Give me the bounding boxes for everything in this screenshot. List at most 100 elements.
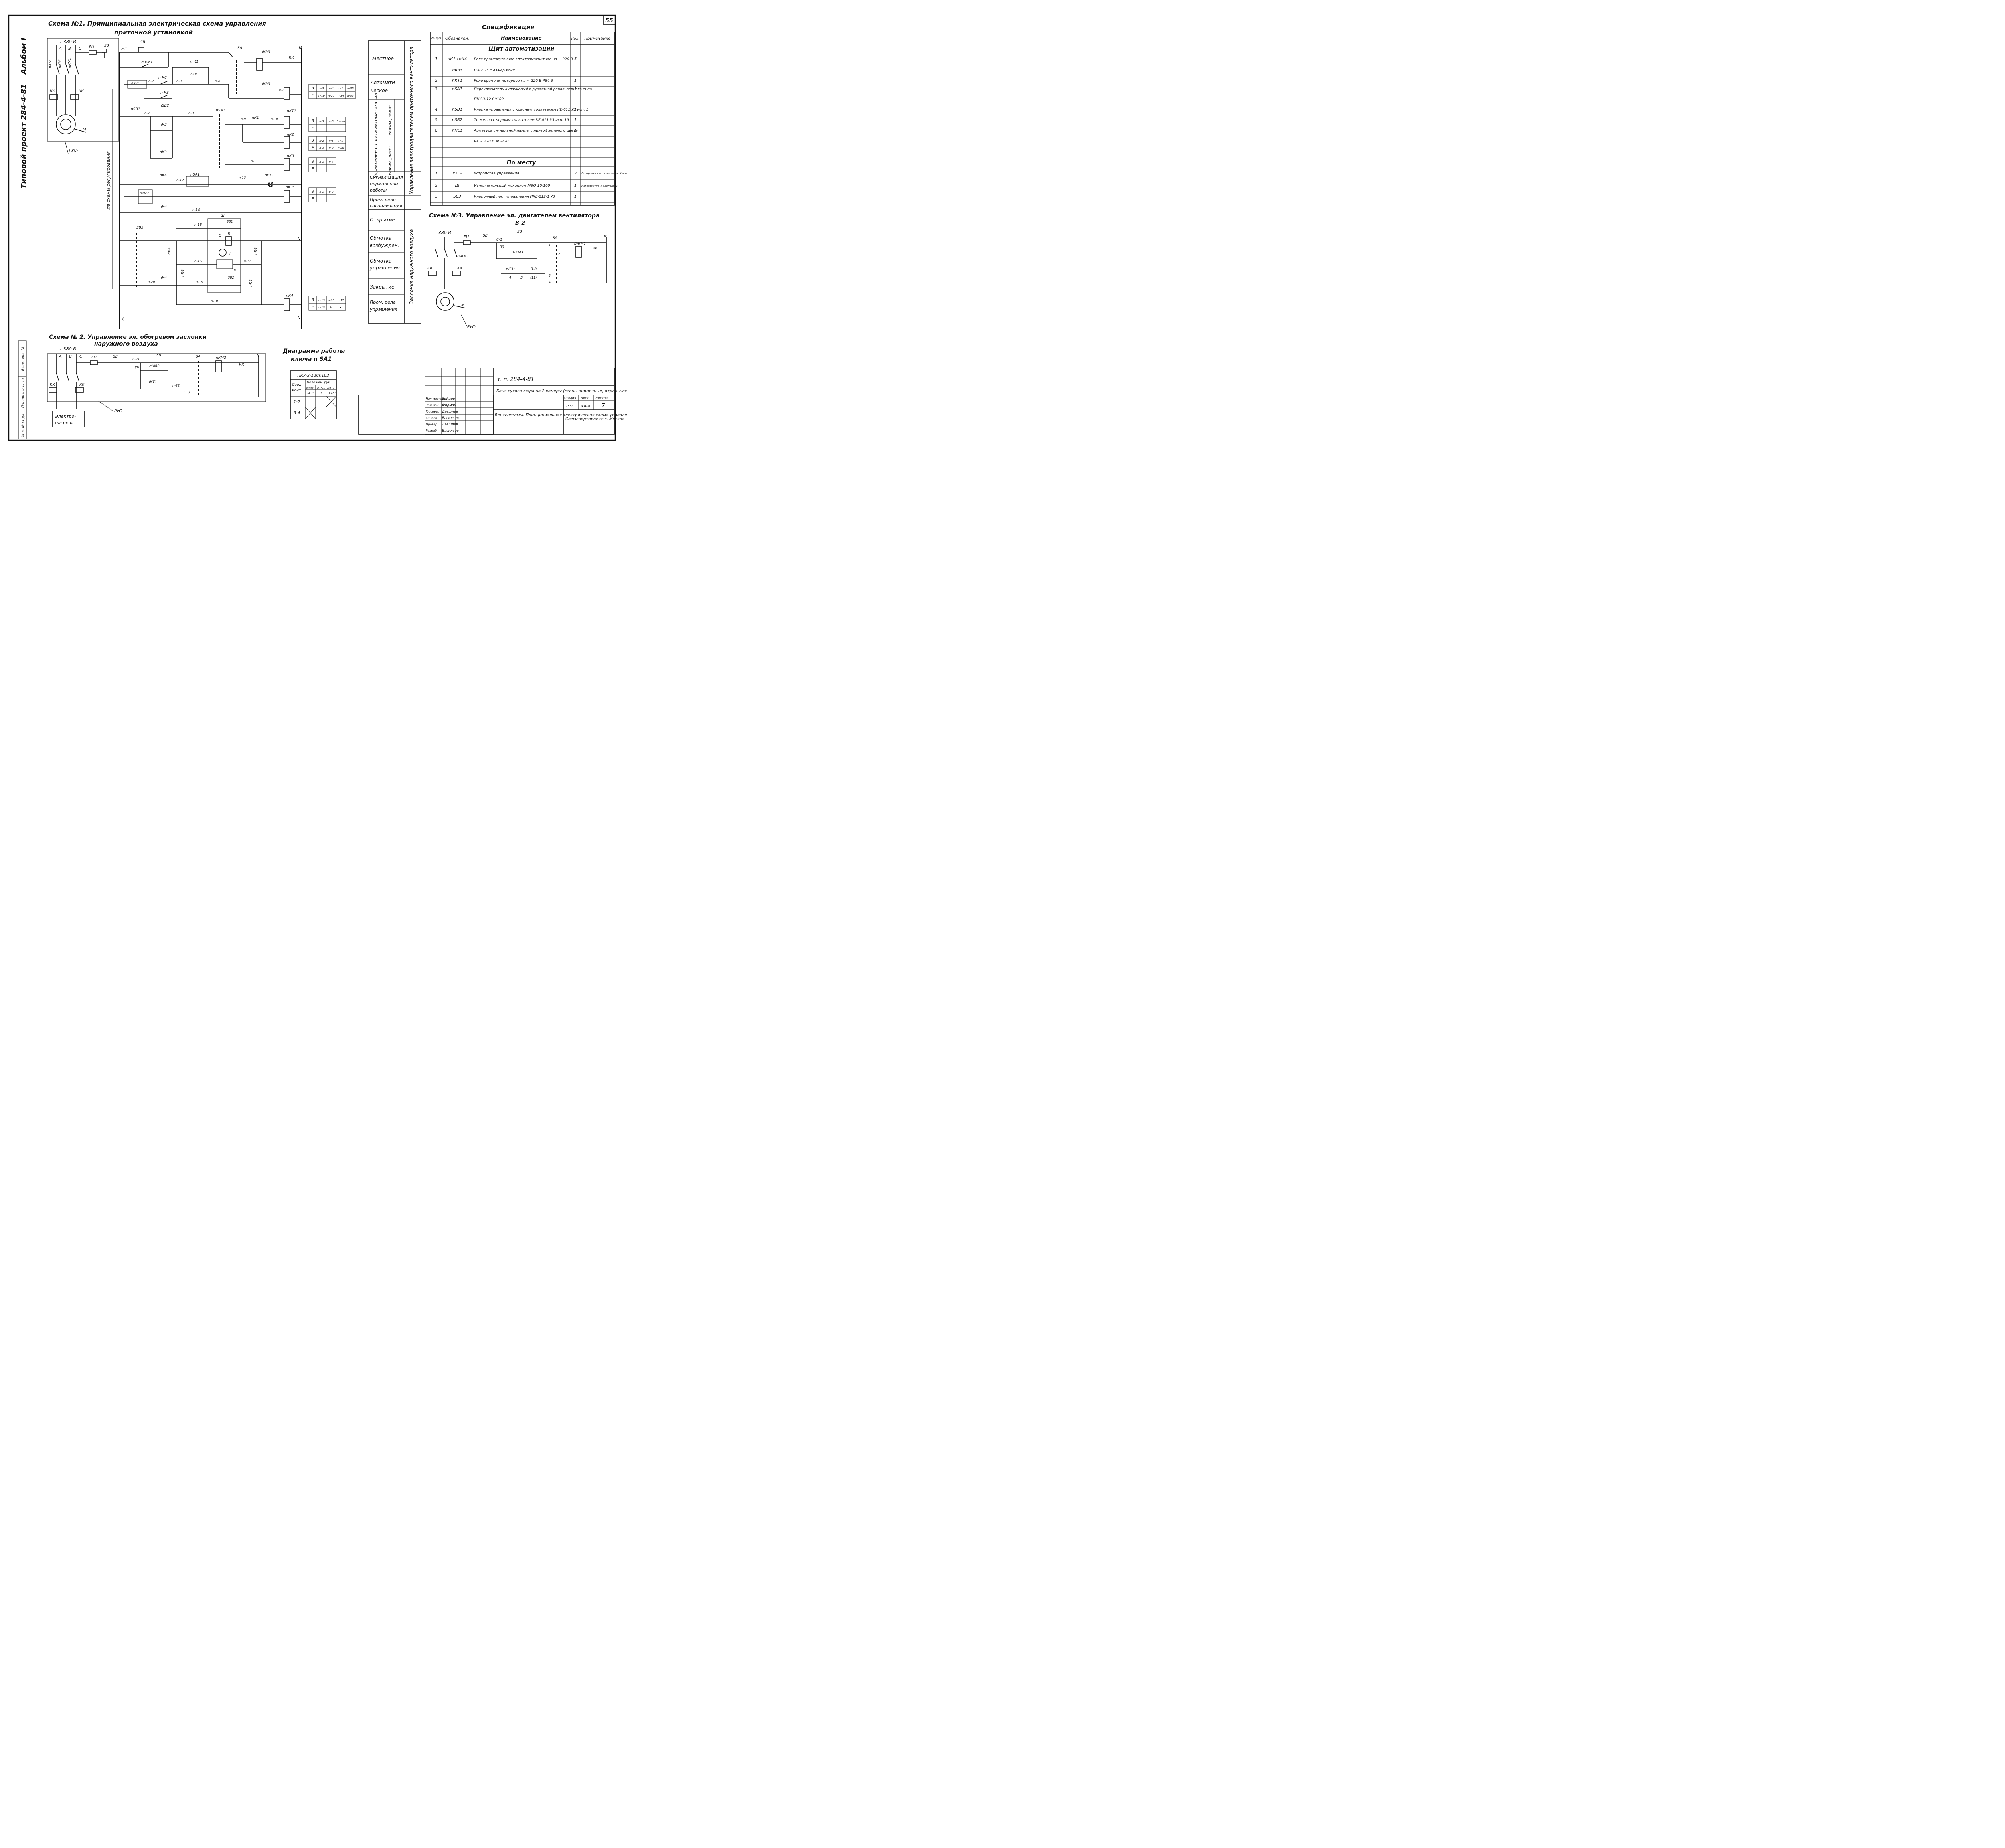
contact-cell-text: Р (312, 197, 314, 201)
margin-stamp-3: Взам. инв. № (21, 346, 25, 371)
margin-stamp-2: Подпись и дата (21, 378, 25, 408)
svg-text:Вентсистемы. Принципиальная эл: Вентсистемы. Принципиальная электрическа… (495, 413, 627, 417)
contact-cell-text: п-15 (318, 299, 325, 302)
svg-text:пКМ2: пКМ2 (149, 364, 160, 368)
svg-text:(5): (5) (500, 245, 504, 249)
svg-text:Открытие: Открытие (370, 217, 395, 223)
svg-text:Электро-: Электро- (55, 414, 76, 419)
svg-text:РУС-: РУС- (114, 409, 124, 413)
motor-ctrl-icon (219, 249, 227, 257)
svg-text:п К8: п К8 (131, 81, 139, 85)
svg-text:SA: SA (553, 236, 557, 240)
svg-text:В-8: В-8 (531, 267, 537, 271)
spec-section2: По месту (507, 160, 537, 166)
svg-text:SB3: SB3 (136, 226, 144, 230)
svg-text:пНL1: пНL1 (265, 174, 274, 178)
svg-text:Пром. реле: Пром. реле (370, 197, 396, 202)
contact-cell-text: п-4 (329, 160, 334, 164)
svg-text:пSB1: пSB1 (131, 107, 140, 111)
actuator-block (207, 218, 241, 293)
svg-text:К: К (228, 232, 231, 236)
contact-cell-text: п-8 (329, 146, 334, 150)
spec-cell: SB3 (453, 194, 461, 199)
spec-cell: Переключатель кулачковый в рукояткой рев… (474, 87, 592, 91)
spec-cell: 4 (435, 107, 437, 112)
svg-text:п-12: п-12 (176, 178, 184, 182)
svg-text:Режим „Зима“: Режим „Зима“ (388, 105, 393, 136)
svg-text:КК: КК (457, 267, 462, 271)
svg-text:SA: SA (196, 355, 200, 359)
svg-text:сигнализации: сигнализации (370, 203, 402, 208)
contact-cell (326, 194, 336, 202)
svg-text:пКМ2: пКМ2 (216, 356, 226, 360)
svg-text:пКМ1: пКМ1 (261, 50, 271, 54)
svg-text:А: А (59, 47, 62, 51)
svg-text:Р.Ч.: Р.Ч. (566, 404, 574, 409)
scheme2-title-line1: Схема № 2. Управление эл. обогревом засл… (49, 334, 207, 340)
contact-cell (326, 124, 336, 132)
sheet-number: 55 (605, 18, 613, 24)
svg-text:Союзспортпроект г. Москва: Союзспортпроект г. Москва (565, 417, 624, 421)
svg-text:КК: КК (79, 89, 84, 93)
svg-text:М: М (83, 128, 86, 132)
heater-box (52, 411, 85, 427)
signer-role: Нач.мастерск. (426, 397, 448, 401)
svg-text:ПКУ-3-12С0102: ПКУ-3-12С0102 (297, 374, 329, 378)
svg-text:п-17: п-17 (244, 259, 251, 263)
contact-cell-text: 8-1 (319, 190, 324, 194)
svg-text:В-КМ1: В-КМ1 (457, 255, 469, 259)
svg-text:п-18: п-18 (211, 300, 218, 303)
contact-cell-text: п-3 (319, 87, 324, 90)
svg-text:~ 380 В: ~ 380 В (58, 346, 76, 352)
contact-cell-text: п-17 (338, 299, 344, 302)
svg-text:п-14: п-14 (192, 208, 200, 212)
svg-text:п-8: п-8 (188, 111, 194, 115)
svg-text:А: А (59, 354, 62, 359)
signer-role: Разраб. (426, 429, 437, 433)
svg-text:FU: FU (91, 355, 97, 360)
schematic-sheet: 55 Альбом I Типовой проект 284-4-81 Инв.… (8, 14, 627, 441)
svg-text:нормальной: нормальной (370, 181, 398, 186)
spec-cell: ПЭ-21-5 с 4з+4р конт. (474, 69, 516, 73)
contact-cell-text: п-3 (319, 146, 324, 150)
spec-section1: Щит автоматизации (488, 46, 554, 52)
svg-text:4: 4 (549, 280, 551, 284)
svg-text:ключа п SA1: ключа п SA1 (291, 356, 332, 362)
svg-text:7: 7 (602, 403, 605, 409)
spec-cell: пНL1 (452, 128, 462, 133)
svg-text:п-20: п-20 (148, 280, 155, 284)
svg-text:FU: FU (89, 45, 95, 49)
key-diagram: Диаграмма работы ключа п SA1 ПКУ-3-12С01… (282, 348, 345, 419)
svg-text:п-6: п-6 (279, 89, 284, 92)
signer-name: Зайцев (442, 397, 455, 401)
svg-text:п-19: п-19 (196, 280, 203, 284)
svg-text:ческое: ческое (371, 88, 388, 93)
contact-cell-text: п-4 (329, 87, 334, 90)
svg-text:пКМ1: пКМ1 (49, 58, 53, 68)
svg-text:пК4: пК4 (254, 247, 258, 255)
spec-cell: Комплектно с заслонкой (581, 184, 618, 188)
svg-text:Местное: Местное (372, 56, 394, 61)
signal-lamp-icon (268, 182, 273, 187)
svg-text:№ п/п: № п/п (431, 36, 441, 40)
svg-text:L: L (229, 252, 231, 256)
contact-cell-text: Р (312, 126, 314, 131)
contact-cell-text: п-32 (347, 94, 354, 97)
svg-text:пК2: пК2 (160, 123, 167, 127)
svg-text:Заслонка наружного воздуха: Заслонка наружного воздуха (409, 229, 414, 304)
svg-text:КЯ-4: КЯ-4 (581, 404, 590, 409)
signer-name: Фирман (442, 403, 456, 407)
spec-cell: Ш (455, 184, 460, 188)
svg-text:Обмотка: Обмотка (370, 258, 392, 264)
svg-text:Ш: Ш (221, 214, 225, 218)
svg-text:п-10: п-10 (271, 117, 278, 121)
contact-cell-text: Р (312, 167, 314, 171)
svg-text:С: С (219, 234, 221, 238)
signer-role: Зам.нач. (426, 403, 439, 407)
svg-text:п К1: п К1 (190, 60, 198, 64)
svg-text:R: R (234, 268, 236, 272)
contact-cell (316, 164, 327, 172)
svg-text:пК3*: пК3* (506, 267, 515, 271)
svg-text:3: 3 (549, 274, 551, 277)
